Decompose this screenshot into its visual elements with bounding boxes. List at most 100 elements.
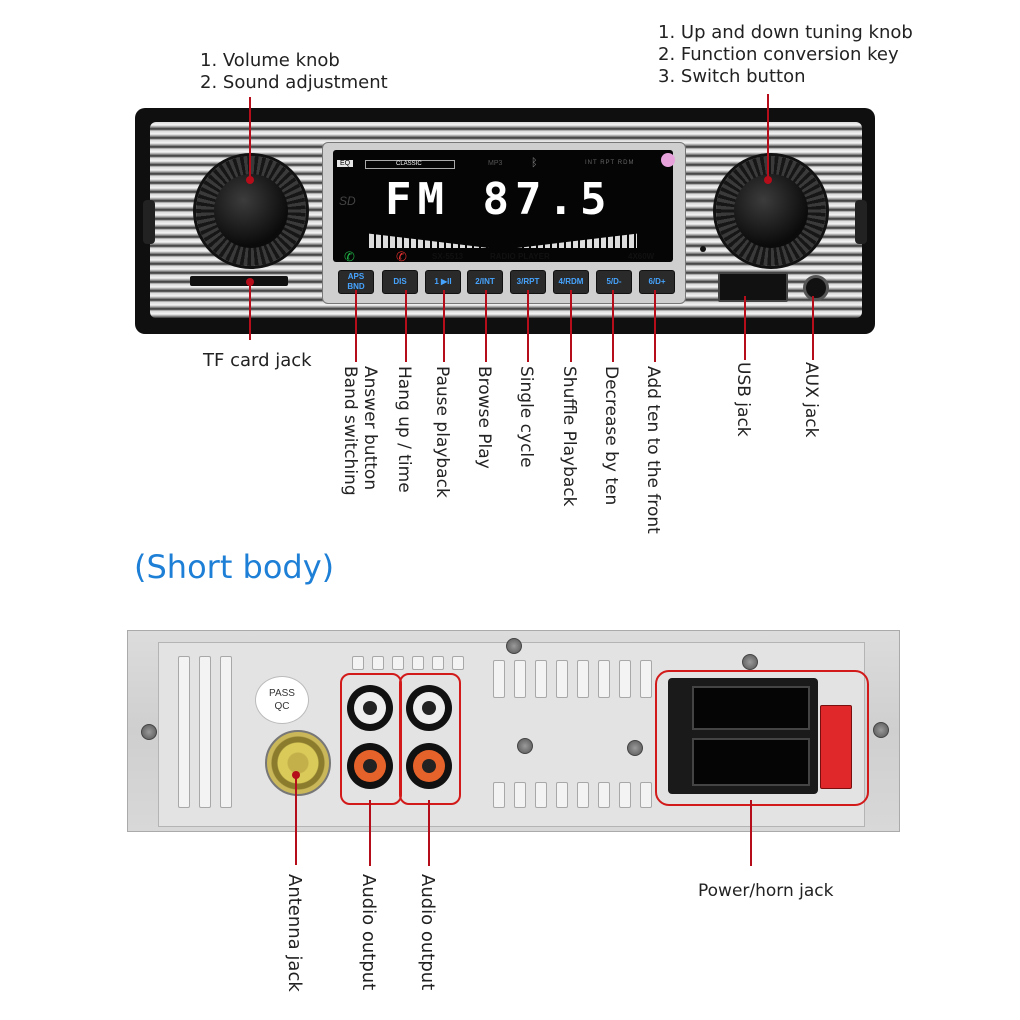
antenna-jack[interactable]	[265, 730, 331, 796]
vent	[392, 656, 404, 670]
leader-usb	[744, 296, 746, 360]
label-hang-up: Hang up / time	[394, 366, 414, 493]
callout-tuning-line-1: 1. Up and down tuning knob	[658, 22, 913, 43]
vent	[514, 660, 526, 698]
sd-icon: SD	[339, 194, 356, 208]
vent	[220, 656, 232, 808]
leader-btn-6	[612, 290, 614, 362]
leader-btn-1	[405, 290, 407, 362]
callout-volume: 1. Volume knob 2. Sound adjustment	[200, 50, 388, 94]
tuning-knob-cap	[734, 174, 808, 248]
leader-audio-2	[428, 800, 430, 866]
product-label: RADIO PLAYER	[490, 252, 550, 261]
volume-knob[interactable]	[196, 156, 306, 266]
callout-tuning-line-2: 2. Function conversion key	[658, 44, 899, 65]
right-clip	[855, 200, 867, 244]
aux-port[interactable]	[803, 275, 829, 301]
vent	[452, 656, 464, 670]
frequency-readout: FM 87.5	[385, 174, 613, 225]
screw	[873, 722, 889, 738]
vent	[556, 782, 568, 808]
connector-upper-block	[692, 686, 810, 730]
dis-button[interactable]: DIS	[382, 270, 418, 294]
indicator-dot	[700, 246, 706, 252]
leader-btn-3	[485, 290, 487, 362]
leader-btn-4	[527, 290, 529, 362]
spectrum-left	[369, 233, 489, 248]
label-audio-output-2: Audio output	[417, 874, 438, 991]
power-jack-box	[655, 670, 869, 806]
leader-tuning-dot	[764, 176, 772, 184]
vent	[640, 660, 652, 698]
leader-aux	[812, 296, 814, 360]
callout-volume-line-2: 2. Sound adjustment	[200, 72, 388, 93]
leader-volume-dot	[246, 176, 254, 184]
vent	[493, 660, 505, 698]
lcd-display: EQ CLASSIC MP3 ᛒ INT RPT RDM SD FM 87.5	[333, 150, 673, 262]
vent	[577, 660, 589, 698]
vent	[412, 656, 424, 670]
usb-port[interactable]	[718, 272, 788, 302]
vent	[535, 660, 547, 698]
section-title: (Short body)	[134, 548, 335, 586]
label-aux: AUX jack	[801, 362, 821, 438]
fuse-holder[interactable]	[820, 705, 852, 789]
leader-antenna-dot	[292, 771, 300, 779]
eq-label: EQ	[337, 160, 354, 167]
leader-tuning	[767, 94, 769, 180]
call-hangup-icon: ✆	[396, 249, 407, 264]
mode-indicators: INT RPT RDM	[585, 160, 635, 166]
mp3-indicator: MP3	[488, 160, 503, 167]
leader-power	[750, 800, 752, 866]
vent	[352, 656, 364, 670]
spectrum-right	[517, 233, 637, 248]
iso-connector[interactable]	[668, 678, 818, 794]
label-decrease: Decrease by ten	[601, 366, 621, 506]
d-plus-button[interactable]: 6/D+	[639, 270, 675, 294]
label-audio-output-1: Audio output	[358, 874, 379, 991]
tuning-knob[interactable]	[716, 156, 826, 266]
vent	[535, 782, 547, 808]
label-add-ten: Add ten to the front	[643, 366, 663, 534]
classic-label: CLASSIC	[365, 160, 455, 169]
label-usb: USB jack	[733, 362, 753, 437]
label-single-cycle: Single cycle	[516, 366, 536, 468]
label-antenna: Antenna jack	[284, 874, 305, 992]
callout-tuning: 1. Up and down tuning knob 2. Function c…	[658, 22, 913, 88]
leader-tf	[249, 282, 251, 340]
call-answer-icon: ✆	[344, 249, 355, 264]
leader-btn-0	[355, 290, 357, 362]
d-minus-button[interactable]: 5/D-	[596, 270, 632, 294]
leader-volume	[249, 97, 251, 177]
tf-card-label: TF card jack	[203, 350, 312, 371]
label-answer-band: Answer button Band switching	[340, 366, 380, 496]
audio-output-box-2	[399, 673, 461, 805]
screw	[517, 738, 533, 754]
vent	[514, 782, 526, 808]
rca-orange-left[interactable]	[347, 743, 393, 789]
screw	[742, 654, 758, 670]
vent	[598, 660, 610, 698]
left-clip	[143, 200, 155, 244]
rca-white-right[interactable]	[406, 685, 452, 731]
rca-orange-right[interactable]	[406, 743, 452, 789]
rca-white-left[interactable]	[347, 685, 393, 731]
screw	[141, 724, 157, 740]
screw	[506, 638, 522, 654]
vent	[372, 656, 384, 670]
audio-output-box-1	[340, 673, 402, 805]
leader-audio-1	[369, 800, 371, 866]
play-pause-button[interactable]: 1 ▶II	[425, 270, 461, 294]
bluetooth-icon: ᛒ	[531, 157, 538, 169]
vent	[199, 656, 211, 808]
pass-qc-text: PASS QC	[269, 688, 295, 712]
label-power-horn: Power/horn jack	[698, 881, 834, 901]
vent	[493, 782, 505, 808]
label-pause: Pause playback	[432, 366, 452, 498]
screw	[627, 740, 643, 756]
model-label: SX-5513	[432, 252, 464, 261]
leader-btn-7	[654, 290, 656, 362]
power-label: 4X60W	[628, 252, 655, 261]
tf-card-slot[interactable]	[190, 276, 288, 286]
connector-lower-block	[692, 738, 810, 786]
